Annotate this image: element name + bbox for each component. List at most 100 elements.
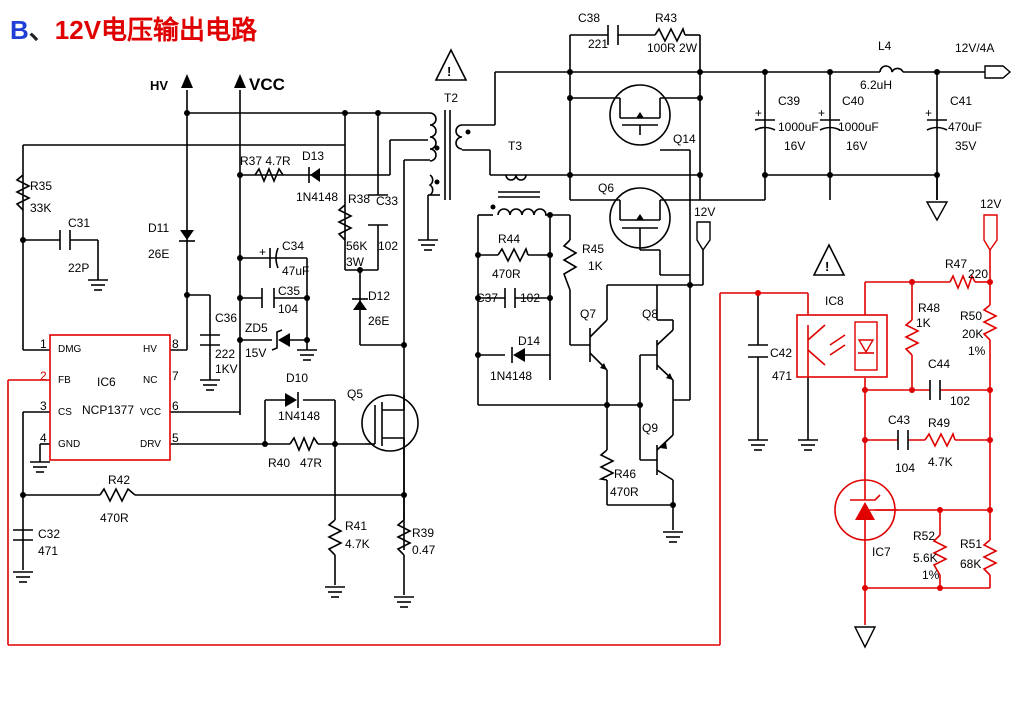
r45-value: 1K bbox=[588, 259, 603, 273]
r40-resistor-icon bbox=[289, 435, 319, 453]
t3-transformer-icon bbox=[490, 174, 547, 216]
r38-resistor-icon bbox=[337, 204, 353, 241]
vcc-label: VCC bbox=[249, 75, 285, 94]
c43-label: C43 bbox=[888, 413, 910, 427]
r45-label: R45 bbox=[582, 242, 604, 256]
r40-value: 47R bbox=[300, 456, 322, 470]
r52-resistor-icon bbox=[932, 534, 948, 576]
d13-label: D13 bbox=[302, 149, 324, 163]
r38-value1: 56K bbox=[346, 239, 367, 253]
d10-diode-icon bbox=[285, 392, 299, 408]
c34-value: 47uF bbox=[282, 264, 309, 278]
ic6-pin4-num: 4 bbox=[40, 431, 47, 445]
hv-arrow-icon bbox=[181, 74, 193, 88]
r41-resistor-icon bbox=[327, 519, 343, 556]
q8-label: Q8 bbox=[642, 307, 658, 321]
title-separator: 、 bbox=[28, 15, 55, 45]
c36-label: C36 bbox=[215, 311, 237, 325]
c39-label: C39 bbox=[778, 94, 800, 108]
primary-wires bbox=[22, 90, 440, 595]
ground-icon bbox=[297, 349, 317, 361]
c42-capacitor-icon bbox=[748, 344, 768, 358]
ground-icon bbox=[325, 586, 345, 598]
c40-value1: 1000uF bbox=[838, 120, 879, 134]
tag-12v-icon bbox=[983, 214, 998, 252]
warning-icon: ! bbox=[812, 243, 846, 276]
r41-value: 4.7K bbox=[345, 537, 370, 551]
d11-value: 26E bbox=[148, 247, 169, 261]
c40-label: C40 bbox=[842, 94, 864, 108]
c33-capacitor-icon bbox=[368, 194, 388, 226]
ground-icon bbox=[200, 379, 220, 391]
d14-diode-icon bbox=[511, 347, 525, 363]
c33-label: C33 bbox=[376, 194, 398, 208]
r47-label: R47 bbox=[945, 257, 967, 271]
q14-mosfet-icon bbox=[609, 84, 671, 146]
c34-capacitor-icon bbox=[269, 247, 279, 269]
r37-resistor-icon bbox=[254, 166, 284, 184]
r47-resistor-icon bbox=[949, 273, 976, 291]
r48-value: 1K bbox=[916, 316, 931, 330]
c37-label: C37 bbox=[476, 291, 498, 305]
q6-label: Q6 bbox=[598, 181, 614, 195]
r52-value1: 5.6K bbox=[913, 551, 938, 565]
ground-triangle-icon bbox=[925, 201, 949, 222]
r51-resistor-icon bbox=[982, 539, 998, 576]
d13-diode-icon bbox=[308, 167, 320, 183]
ic6-pin1-num: 1 bbox=[40, 337, 47, 351]
c39-value1: 1000uF bbox=[778, 120, 819, 134]
v12-tag-label: 12V bbox=[694, 205, 715, 219]
zd5-zener-icon bbox=[271, 329, 290, 351]
c36-value2: 1KV bbox=[215, 362, 238, 376]
zd5-value: 15V bbox=[245, 346, 266, 360]
svg-text:!: ! bbox=[447, 64, 451, 79]
c44-label: C44 bbox=[928, 357, 950, 371]
title-letter: B bbox=[10, 15, 29, 45]
c41-value2: 35V bbox=[955, 139, 976, 153]
c35-label: C35 bbox=[278, 284, 300, 298]
d12-diode-icon bbox=[352, 298, 368, 310]
ic6-pin-vcc: VCC bbox=[140, 407, 161, 418]
d11-diode-icon bbox=[179, 230, 195, 242]
svg-text:!: ! bbox=[825, 259, 829, 274]
c40-capacitor-icon bbox=[819, 119, 841, 131]
r44-value: 470R bbox=[492, 267, 521, 281]
r49-resistor-icon bbox=[924, 431, 956, 448]
r44-label: R44 bbox=[498, 232, 520, 246]
r43-label: R43 bbox=[655, 11, 677, 25]
tag-12v-icon bbox=[696, 221, 711, 252]
c37-capacitor-icon bbox=[504, 288, 516, 308]
d14-label: D14 bbox=[518, 334, 540, 348]
r50-value1: 20K bbox=[962, 327, 983, 341]
ic6-pin8-num: 8 bbox=[172, 337, 179, 351]
ic6-pin6-num: 6 bbox=[172, 399, 179, 413]
ic6-name: IC6 bbox=[97, 375, 116, 389]
r48-resistor-icon bbox=[904, 319, 920, 356]
r43-resistor-icon bbox=[654, 26, 686, 43]
secondary-wires bbox=[462, 34, 985, 530]
r45-resistor-icon bbox=[562, 239, 578, 291]
r47-value: 220 bbox=[968, 267, 988, 281]
ic7-label: IC7 bbox=[872, 545, 891, 559]
r42-resistor-icon bbox=[99, 487, 136, 503]
r48-label: R48 bbox=[918, 301, 940, 315]
l4-inductor-icon bbox=[879, 65, 904, 73]
q8-transistor-icon bbox=[640, 320, 674, 400]
hv-label: HV bbox=[150, 78, 168, 93]
c38-capacitor-icon bbox=[607, 25, 619, 45]
c33-value: 102 bbox=[378, 239, 398, 253]
warning-icon: ! bbox=[434, 48, 468, 81]
d12-label: D12 bbox=[368, 289, 390, 303]
r50-resistor-icon bbox=[982, 304, 998, 341]
ic8-label: IC8 bbox=[825, 294, 844, 308]
c35-value: 104 bbox=[278, 302, 298, 316]
t2-label: T2 bbox=[444, 91, 458, 105]
r39-value: 0.47 bbox=[412, 543, 436, 557]
slide-title: B、12V电压输出电路 bbox=[10, 10, 257, 47]
ic6-pin5-num: 5 bbox=[172, 431, 179, 445]
c38-label: C38 bbox=[578, 11, 600, 25]
ground-icon bbox=[798, 439, 818, 451]
d10-value: 1N4148 bbox=[278, 409, 320, 423]
c34-plus: + bbox=[259, 245, 266, 259]
l4-value: 6.2uH bbox=[860, 78, 892, 92]
